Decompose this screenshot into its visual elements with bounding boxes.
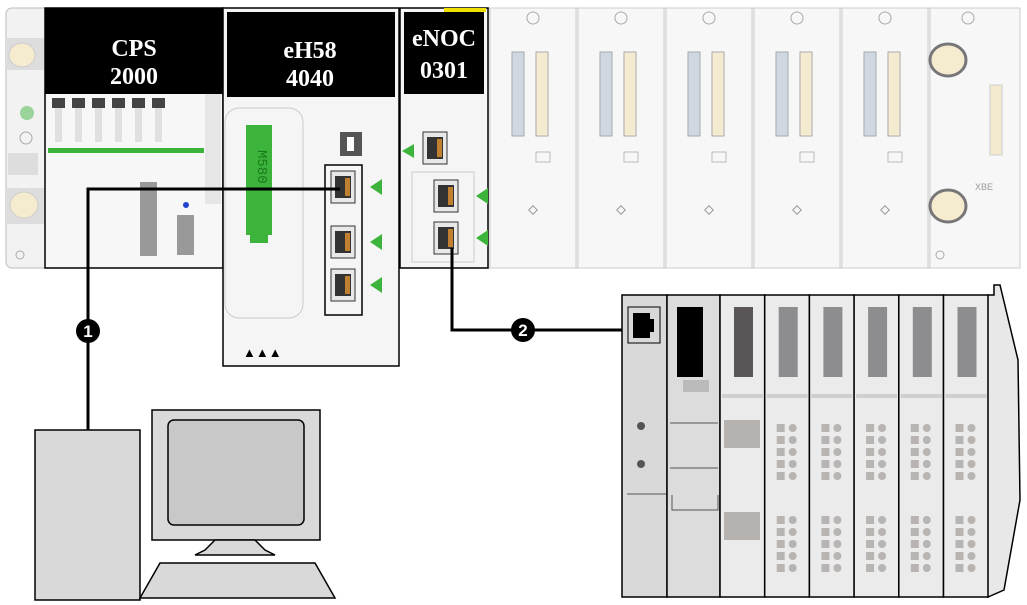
ground-symbol-icon	[19, 131, 33, 145]
terminal-pin	[115, 108, 122, 142]
terminal-connector	[140, 182, 157, 256]
cable-1	[86, 187, 340, 430]
ethernet-module[interactable]: eNOC 0301	[399, 7, 489, 269]
callout-2: 2	[511, 318, 535, 342]
rack-right-end: XBE	[928, 7, 1021, 269]
rj45-port[interactable]	[433, 221, 488, 255]
io-module[interactable]	[853, 294, 900, 598]
ground-indicator-icon	[20, 106, 34, 120]
empty-slot	[841, 7, 929, 269]
status-arrow-icon	[476, 230, 488, 246]
monitor-screen	[167, 419, 305, 526]
io-end-plate	[987, 284, 1021, 599]
io-module[interactable]	[898, 294, 945, 598]
ethernet-port[interactable]	[627, 306, 661, 344]
end-plate-label: XBE	[975, 182, 993, 192]
rack-left-end	[6, 38, 44, 260]
terminal-pin	[135, 108, 142, 142]
status-arrow-icon	[370, 179, 382, 195]
rj45-port[interactable]	[330, 170, 382, 204]
svg-text:1: 1	[83, 322, 92, 341]
cpu-module[interactable]: eH58 4040 M580 ▲▲▲	[222, 7, 400, 367]
empty-slot	[665, 7, 753, 269]
rj45-port[interactable]	[433, 179, 488, 213]
cpu-label-line2: 4040	[286, 66, 334, 92]
empty-slot	[489, 7, 577, 269]
cpu-label-line1: eH58	[283, 38, 336, 64]
rj45-port[interactable]	[330, 268, 382, 302]
io-island[interactable]	[621, 284, 1021, 599]
computer[interactable]	[34, 409, 337, 601]
svg-text:2: 2	[518, 321, 527, 340]
schneider-logo: ▲▲▲	[243, 345, 282, 360]
cable-2	[450, 248, 640, 332]
io-module[interactable]	[942, 294, 989, 598]
rj45-port[interactable]	[330, 225, 382, 259]
io-module[interactable]	[808, 294, 855, 598]
empty-slot	[753, 7, 841, 269]
status-arrow-icon	[370, 234, 382, 250]
ethernet-label-line1: eNOC	[412, 26, 476, 52]
terminal-connector-small	[177, 215, 194, 255]
io-module[interactable]	[763, 294, 811, 598]
terminal-pin	[55, 108, 62, 142]
rj45-port[interactable]	[422, 131, 448, 165]
empty-slot	[577, 7, 665, 269]
power-supply-label-line2: 2000	[110, 64, 158, 90]
monitor-stand	[194, 539, 276, 556]
status-arrow-icon	[370, 277, 382, 293]
empty-slots	[489, 7, 929, 269]
m580-badge	[246, 125, 272, 243]
status-arrow-icon	[476, 188, 488, 204]
power-supply-module[interactable]: CPS 2000	[44, 7, 224, 269]
ethernet-label-line2: 0301	[420, 58, 468, 84]
io-module[interactable]	[719, 294, 766, 598]
terminal-pin	[75, 108, 82, 142]
terminal-pin	[95, 108, 102, 142]
computer-tower	[34, 429, 141, 601]
terminal-pin	[155, 108, 162, 142]
callout-1: 1	[76, 319, 100, 343]
keyboard	[138, 562, 337, 599]
power-supply-label-line1: CPS	[111, 36, 156, 62]
m580-badge-label: M580	[253, 150, 269, 184]
